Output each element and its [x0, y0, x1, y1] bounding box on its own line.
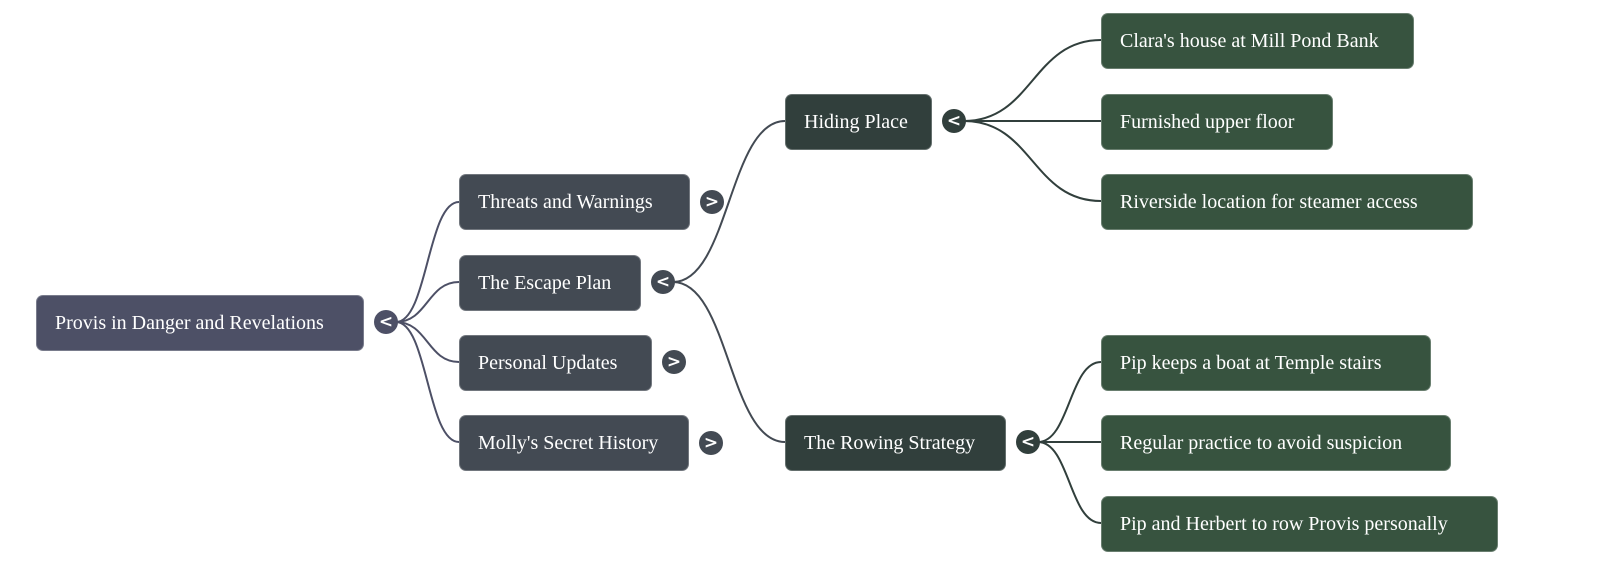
branch-threats-and-warnings[interactable]: Threats and Warnings [459, 174, 690, 230]
leaf-riverside-location[interactable]: Riverside location for steamer access [1101, 174, 1473, 230]
root-node[interactable]: Provis in Danger and Revelations [36, 295, 364, 351]
root-node-label: Provis in Danger and Revelations [55, 311, 324, 334]
branch-mollys-secret-history[interactable]: Molly's Secret History [459, 415, 689, 471]
collapse-toggle-icon[interactable]: < [942, 109, 966, 133]
branch-the-escape-plan[interactable]: The Escape Plan [459, 255, 641, 311]
branch-label: Molly's Secret History [478, 431, 659, 454]
leaf-label: Riverside location for steamer access [1120, 190, 1418, 213]
node-hiding-place[interactable]: Hiding Place [785, 94, 932, 150]
edge-root-escape [395, 281, 460, 323]
leaf-claras-house[interactable]: Clara's house at Mill Pond Bank [1101, 13, 1414, 69]
leaf-label: Pip keeps a boat at Temple stairs [1120, 351, 1382, 374]
node-label: Hiding Place [804, 110, 908, 133]
node-label: The Rowing Strategy [804, 431, 976, 454]
expand-toggle-icon[interactable]: > [699, 431, 723, 455]
branch-label: Threats and Warnings [478, 190, 653, 213]
leaf-label: Furnished upper floor [1120, 110, 1295, 133]
collapse-toggle-icon[interactable]: < [651, 270, 675, 294]
expand-toggle-icon[interactable]: > [700, 190, 724, 214]
leaf-regular-practice[interactable]: Regular practice to avoid suspicion [1101, 415, 1451, 471]
edge-rowing-personally [1037, 441, 1102, 524]
branch-personal-updates[interactable]: Personal Updates [459, 335, 652, 391]
leaf-label: Clara's house at Mill Pond Bank [1120, 29, 1379, 52]
edge-escape-hiding [672, 120, 786, 283]
edge-root-molly [395, 321, 460, 443]
root-collapse-toggle-icon[interactable]: < [374, 310, 398, 334]
edge-escape-rowing [672, 281, 786, 443]
leaf-furnished-upper-floor[interactable]: Furnished upper floor [1101, 94, 1333, 150]
edge-hiding-riverside [963, 120, 1102, 202]
leaf-label: Pip and Herbert to row Provis personally [1120, 512, 1448, 535]
collapse-toggle-icon[interactable]: < [1016, 430, 1040, 454]
leaf-boat-at-temple-stairs[interactable]: Pip keeps a boat at Temple stairs [1101, 335, 1431, 391]
expand-toggle-icon[interactable]: > [662, 350, 686, 374]
edge-root-threats [395, 201, 460, 323]
branch-label: Personal Updates [478, 351, 618, 374]
branch-label: The Escape Plan [478, 271, 612, 294]
edge-rowing-boat [1037, 361, 1102, 443]
leaf-label: Regular practice to avoid suspicion [1120, 431, 1403, 454]
edge-hiding-clara [963, 39, 1102, 122]
edge-root-personal [395, 321, 460, 363]
node-the-rowing-strategy[interactable]: The Rowing Strategy [785, 415, 1006, 471]
leaf-row-provis-personally[interactable]: Pip and Herbert to row Provis personally [1101, 496, 1498, 552]
